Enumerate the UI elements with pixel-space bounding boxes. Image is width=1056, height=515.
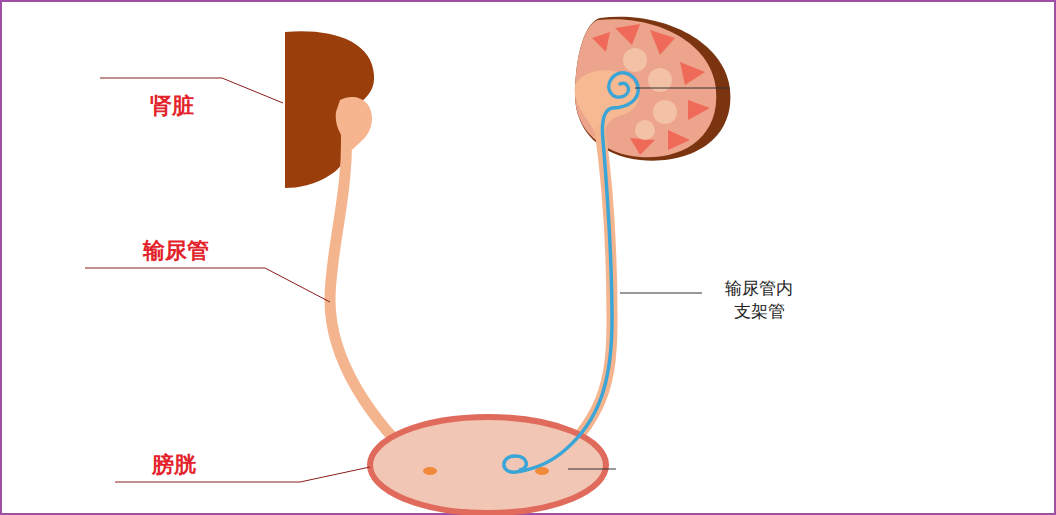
left-renal-pelvis [336,97,372,150]
bladder [370,417,606,513]
organ-label: 肾脏 [150,93,194,119]
organ-label: 膀胱 [152,452,196,478]
leader-lines [85,78,370,482]
organ-label: 输尿管 [143,238,209,264]
ureteral-stent [504,73,638,472]
left-kidney [285,31,374,188]
left-ureter [330,125,425,470]
right-ureter [545,130,612,470]
left-ureteral-orifice [423,467,437,475]
leader-lines-right [568,88,730,469]
part-label: 输尿管内 支架管 [722,277,796,323]
